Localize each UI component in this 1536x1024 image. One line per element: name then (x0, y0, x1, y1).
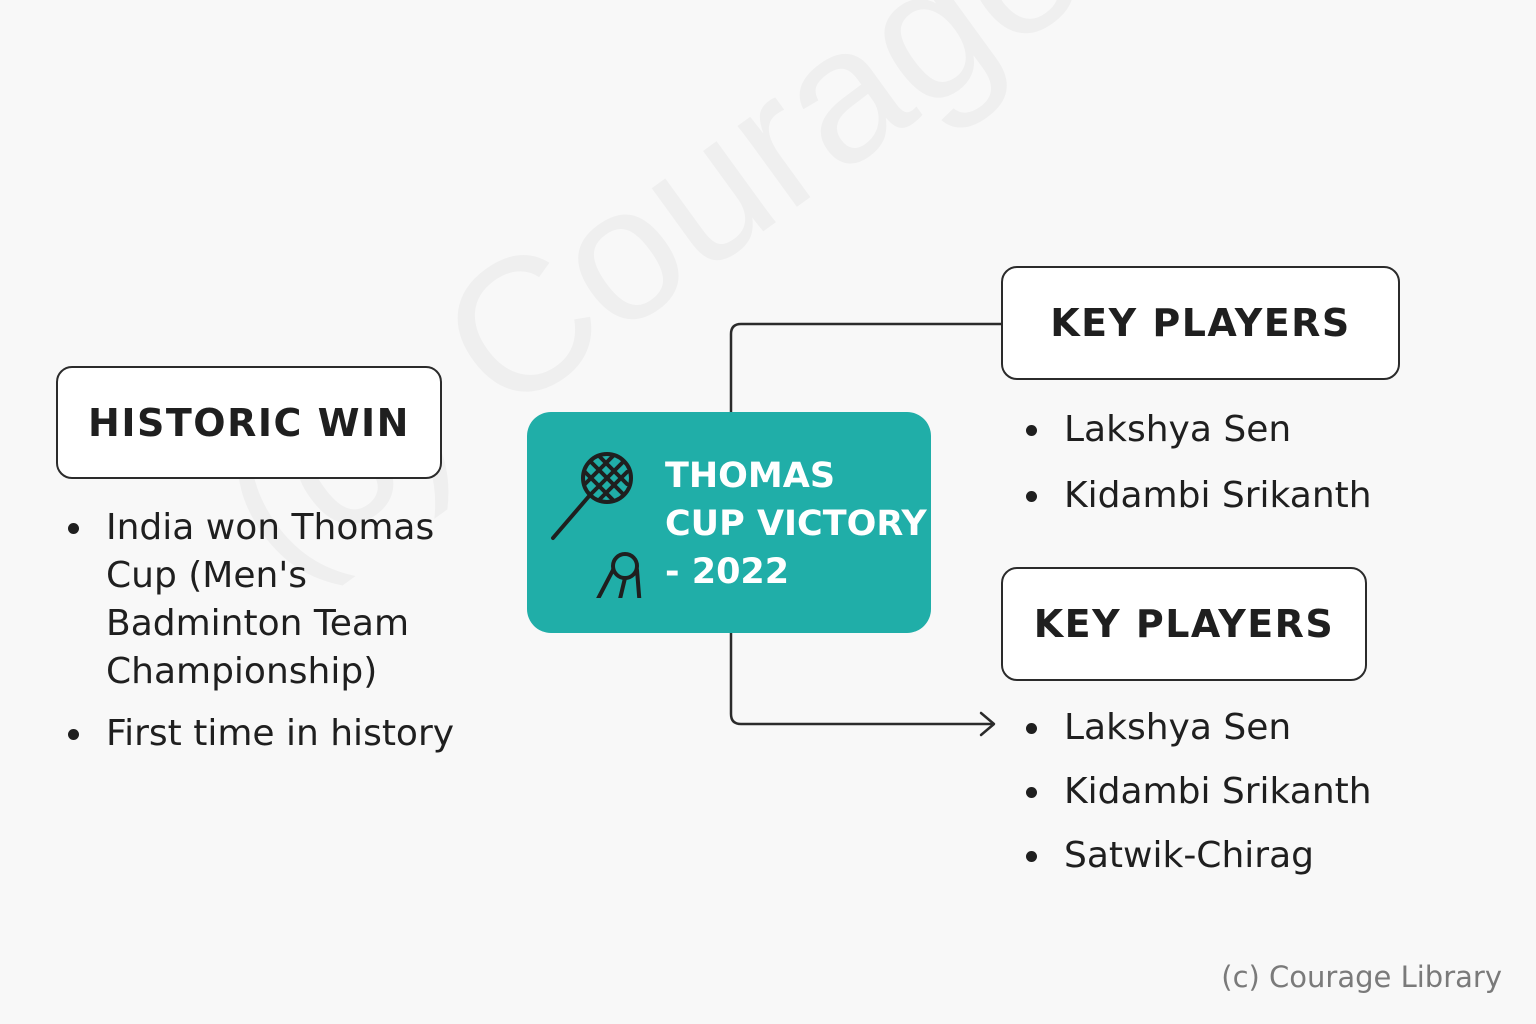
list-item: First time in history (56, 710, 476, 758)
list-item: Satwik-Chirag (1014, 831, 1434, 881)
key-players-title: KEY PLAYERS (1033, 602, 1335, 646)
list-item-text: India won Thomas Cup (Men's Badminton Te… (106, 507, 435, 692)
list-item-text: Kidambi Srikanth (1064, 771, 1372, 812)
list-item: Kidambi Srikanth (1014, 767, 1434, 817)
historic-win-title: HISTORIC WIN (88, 400, 410, 445)
bullet-icon (1026, 851, 1037, 862)
list-item-text: Lakshya Sen (1064, 409, 1292, 450)
connector-center-to-key-players-bottom (729, 633, 992, 726)
bullet-icon (1026, 491, 1037, 502)
center-title-line: THOMAS (665, 456, 836, 496)
connector-center-to-key-players-top (729, 322, 1001, 412)
center-title-line: CUP VICTORY (665, 504, 927, 544)
footer-credit: (c) Courage Library (1221, 960, 1502, 994)
historic-win-list: India won Thomas Cup (Men's Badminton Te… (56, 504, 476, 772)
list-item: Lakshya Sen (1014, 405, 1434, 455)
list-item: India won Thomas Cup (Men's Badminton Te… (56, 504, 476, 696)
key-players-title: KEY PLAYERS (1050, 301, 1351, 345)
arrowhead-icon (979, 711, 996, 737)
center-topic-box: THOMAS CUP VICTORY - 2022 (527, 412, 931, 633)
key-players-list-bottom: Lakshya Sen Kidambi Srikanth Satwik-Chir… (1014, 703, 1434, 895)
bullet-icon (1026, 425, 1037, 436)
list-item: Lakshya Sen (1014, 703, 1434, 753)
bullet-icon (1026, 723, 1037, 734)
list-item-text: First time in history (106, 713, 455, 754)
historic-win-box: HISTORIC WIN (56, 366, 442, 479)
list-item-text: Satwik-Chirag (1064, 835, 1314, 876)
bullet-icon (1026, 787, 1037, 798)
bullet-icon (68, 523, 79, 534)
list-item: Kidambi Srikanth (1014, 471, 1434, 521)
list-item-text: Kidambi Srikanth (1064, 475, 1372, 516)
list-item-text: Lakshya Sen (1064, 707, 1292, 748)
key-players-box-bottom: KEY PLAYERS (1001, 567, 1367, 681)
center-topic-title: THOMAS CUP VICTORY - 2022 (665, 452, 927, 596)
bullet-icon (68, 729, 79, 740)
key-players-list-top: Lakshya Sen Kidambi Srikanth (1014, 405, 1434, 537)
center-title-line: - 2022 (665, 552, 790, 592)
badminton-racket-shuttlecock-icon (551, 452, 642, 598)
key-players-box-top: KEY PLAYERS (1001, 266, 1400, 380)
